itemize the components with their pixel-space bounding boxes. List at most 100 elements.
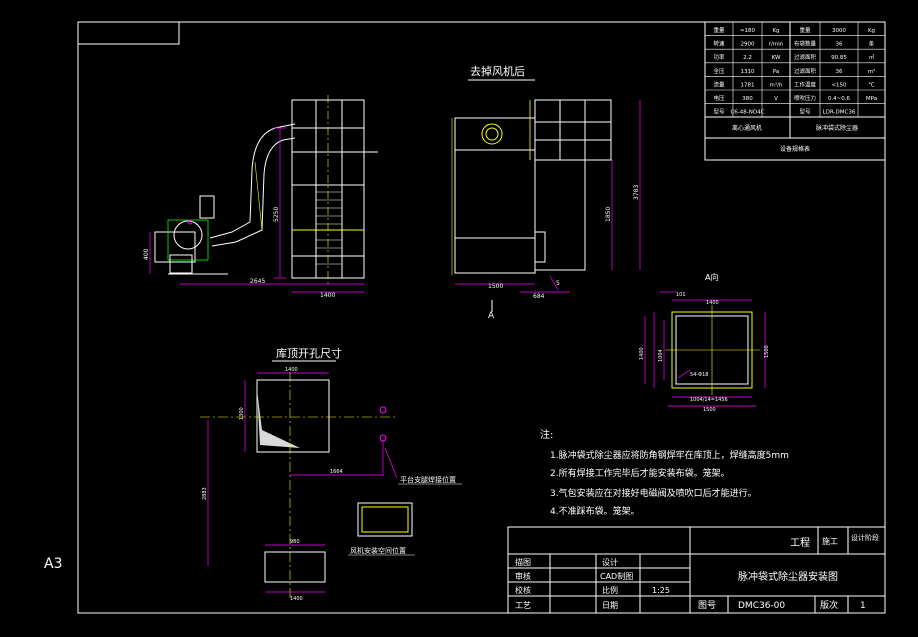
spec-cell-6-3: 型号 — [799, 108, 811, 116]
roof-dim-1664: 1664 — [330, 469, 343, 475]
tb-r4-a: 工艺 — [515, 601, 531, 610]
spec-cell-3-3: 过滤面积 — [794, 67, 817, 75]
note-3: 3.气包安装应在对接好电磁阀及喷吹口后才能进行。 — [550, 487, 757, 499]
spec-cell-1-0: 转速 — [713, 40, 725, 48]
drawing-no: DMC36-00 — [738, 601, 785, 611]
tb-r1-b: 设计 — [602, 557, 618, 567]
project-label: 工程 — [790, 537, 810, 549]
drawing-frame — [77, 21, 886, 614]
front-view: 2645 1400 5250 400 — [143, 95, 378, 299]
spec-cell-2-2: KW — [772, 55, 781, 61]
spec-cell-1-3: 布袋数量 — [794, 40, 817, 48]
dim-2645: 2645 — [250, 278, 265, 285]
spec-cell-1-5: 条 — [869, 40, 875, 48]
spec-cell-5-4: 0.4~0.6 — [828, 96, 851, 102]
dim-5250: 5250 — [273, 207, 280, 222]
dim-1400-front: 1400 — [320, 292, 335, 299]
dim-684: 684 — [533, 293, 545, 300]
spec-footer-right: 脉冲袋式除尘器 — [816, 124, 858, 132]
stage-top: 施工 — [822, 536, 838, 546]
spec-cell-5-5: MPa — [866, 96, 877, 102]
spec-cell-2-5: ㎡ — [869, 53, 875, 61]
spec-cell-4-4: <150 — [831, 82, 847, 88]
spec-cell-0-0: 重量 — [713, 26, 725, 34]
spec-cell-4-2: m³/h — [770, 81, 783, 88]
spec-cell-6-1: C6-48-NO4C — [730, 110, 764, 116]
dim-1500: 1500 — [488, 283, 503, 290]
sheet-size-label: A3 — [44, 556, 62, 572]
roof-opening-view: 库顶开孔尺寸 1400 1300 1664 2883 980 1400 平台支腿… — [200, 346, 462, 602]
spec-cell-1-2: r/min — [769, 42, 784, 48]
tb-r3-b: 比例 — [602, 585, 618, 595]
rear-view: 去掉风机后 1500 684 3783 1850 5 A — [451, 64, 641, 321]
note-1: 1.脉冲袋式除尘器应将防角钢焊牢在库顶上，焊缝高度5mm — [550, 449, 789, 461]
spec-cell-2-0: 功率 — [713, 53, 725, 61]
spec-cell-0-1: ≈180 — [740, 28, 756, 34]
platform-leg-label: 平台支腿焊接位置 — [400, 475, 456, 484]
drawing-name: 脉冲袋式除尘器安装图 — [738, 570, 838, 583]
spec-cell-0-5: Kg — [868, 28, 875, 34]
spec-cell-5-1: 380 — [742, 96, 753, 102]
spec-cell-4-1: 1781 — [741, 82, 755, 88]
spec-cell-5-0: 电压 — [713, 94, 725, 102]
drawing-no-label: 图号 — [698, 600, 716, 611]
spec-cell-3-4: 36 — [836, 69, 843, 75]
rev-value: 1 — [860, 601, 866, 611]
spec-cell-2-3: 过滤面积 — [794, 53, 817, 61]
spec-cell-3-1: 1310 — [741, 69, 755, 75]
tb-r2-a: 审核 — [515, 571, 531, 581]
a-dim-101: 101 — [676, 292, 686, 298]
a-dim-1500: 1500 — [703, 407, 716, 413]
spec-cell-6-4: LDR-DMC36 — [823, 110, 856, 116]
spec-cell-4-5: ℃ — [868, 81, 874, 88]
a-view-label: A向 — [705, 272, 718, 282]
tb-r1-a: 描图 — [515, 557, 531, 567]
tb-r3-a: 校核 — [515, 585, 531, 595]
a-dim-1004: 1004 — [658, 349, 664, 362]
roof-dim-1300: 1300 — [239, 407, 245, 420]
stage-right: 设计阶段 — [851, 533, 879, 542]
roof-dim-1400b: 1400 — [290, 596, 303, 602]
roof-dim-2883: 2883 — [202, 487, 208, 500]
spec-cell-4-0: 流量 — [713, 80, 725, 88]
a-dim-1400: 1400 — [706, 300, 719, 306]
spec-cell-6-0: 型号 — [713, 108, 725, 116]
spec-cell-3-2: Pa — [773, 69, 779, 75]
arrow-a-label: A — [488, 311, 495, 321]
dim-1850: 1850 — [605, 207, 612, 222]
spec-cell-0-2: Kg — [772, 28, 779, 34]
a-view-plan: A向 1400 101 1400 1500 1004 54-Φ18 1004/1… — [639, 272, 770, 413]
spec-caption: 设备规格表 — [780, 145, 810, 153]
dim-5: 5 — [556, 280, 560, 287]
tb-r2-b: CAD制图 — [600, 571, 633, 581]
spec-cell-0-3: 重量 — [799, 26, 811, 34]
spec-cell-3-0: 全压 — [713, 67, 725, 75]
tb-scale: 1:25 — [652, 586, 670, 595]
spec-cell-3-5: m² — [868, 68, 876, 75]
spec-cell-1-4: 36 — [836, 42, 843, 48]
notes: 注: 1.脉冲袋式除尘器应将防角钢焊牢在库顶上，焊缝高度5mm 2.所有焊接工作… — [540, 428, 789, 517]
note-2: 2.所有焊接工作完毕后才能安装布袋。笼架。 — [550, 467, 730, 479]
rev-label: 版次 — [820, 599, 838, 611]
note-4: 4.不准踩布袋。笼架。 — [550, 505, 640, 517]
roof-dim-980: 980 — [290, 539, 300, 545]
title-block: 工程 施工 设计阶段 脉冲袋式除尘器安装图 描图 设计 审核 CAD制图 校核 … — [507, 526, 886, 614]
spec-footer-left: 离心通风机 — [732, 124, 762, 132]
a-dim-bottom: 1004/14=1456 — [690, 397, 728, 403]
dim-400: 400 — [143, 248, 150, 260]
roof-title: 库顶开孔尺寸 — [276, 346, 342, 360]
dim-3783: 3783 — [633, 185, 640, 200]
a-dim-54: 54-Φ18 — [690, 372, 708, 378]
fan-space-label: 风机安装空间位置 — [350, 546, 406, 555]
spec-cell-5-3: 喷吹压力 — [794, 94, 816, 102]
spec-cell-5-2: V — [774, 96, 778, 102]
notes-title: 注: — [540, 428, 553, 441]
spec-cell-2-4: 90.85 — [831, 55, 847, 61]
roof-dim-1400: 1400 — [285, 367, 298, 373]
a-dim-1400v: 1400 — [639, 347, 645, 360]
top-left-box — [77, 21, 180, 45]
a-dim-1500v: 1500 — [764, 345, 770, 358]
rear-view-title: 去掉风机后 — [470, 64, 525, 78]
